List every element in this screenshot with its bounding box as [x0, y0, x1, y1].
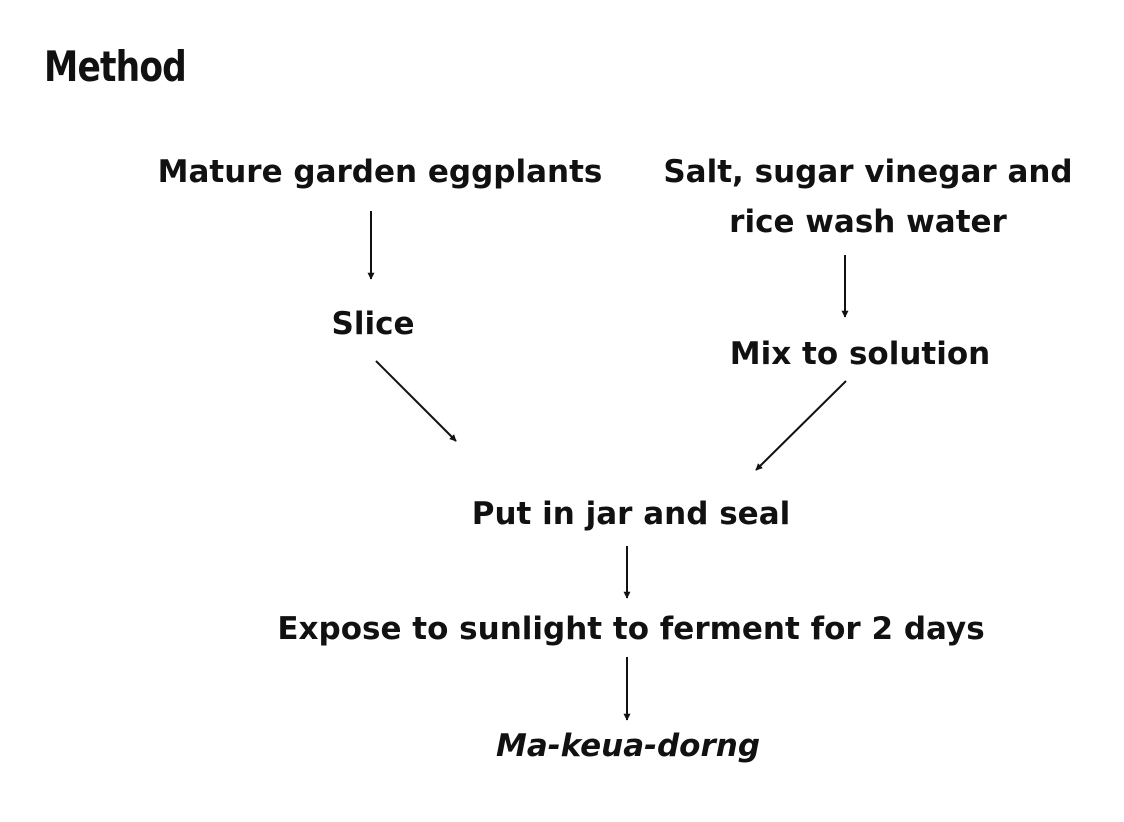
node-expose: Expose to sunlight to ferment for 2 days [277, 611, 985, 647]
node-solution-ingredients-line1: Salt, sugar vinegar and [663, 154, 1073, 190]
node-eggplants: Mature garden eggplants [157, 154, 603, 190]
node-slice: Slice [331, 306, 415, 342]
arrow-mix-to-jar [755, 380, 847, 471]
node-mix: Mix to solution [729, 336, 991, 372]
node-solution-ingredients: Salt, sugar vinegar and rice wash water [663, 148, 1072, 247]
node-product: Ma-keua-dorng [495, 728, 761, 764]
node-jar: Put in jar and seal [471, 496, 791, 532]
page-title: Method [44, 42, 187, 91]
node-solution-ingredients-line2: rice wash water [729, 203, 1007, 240]
arrow-slice-to-jar [375, 360, 457, 442]
